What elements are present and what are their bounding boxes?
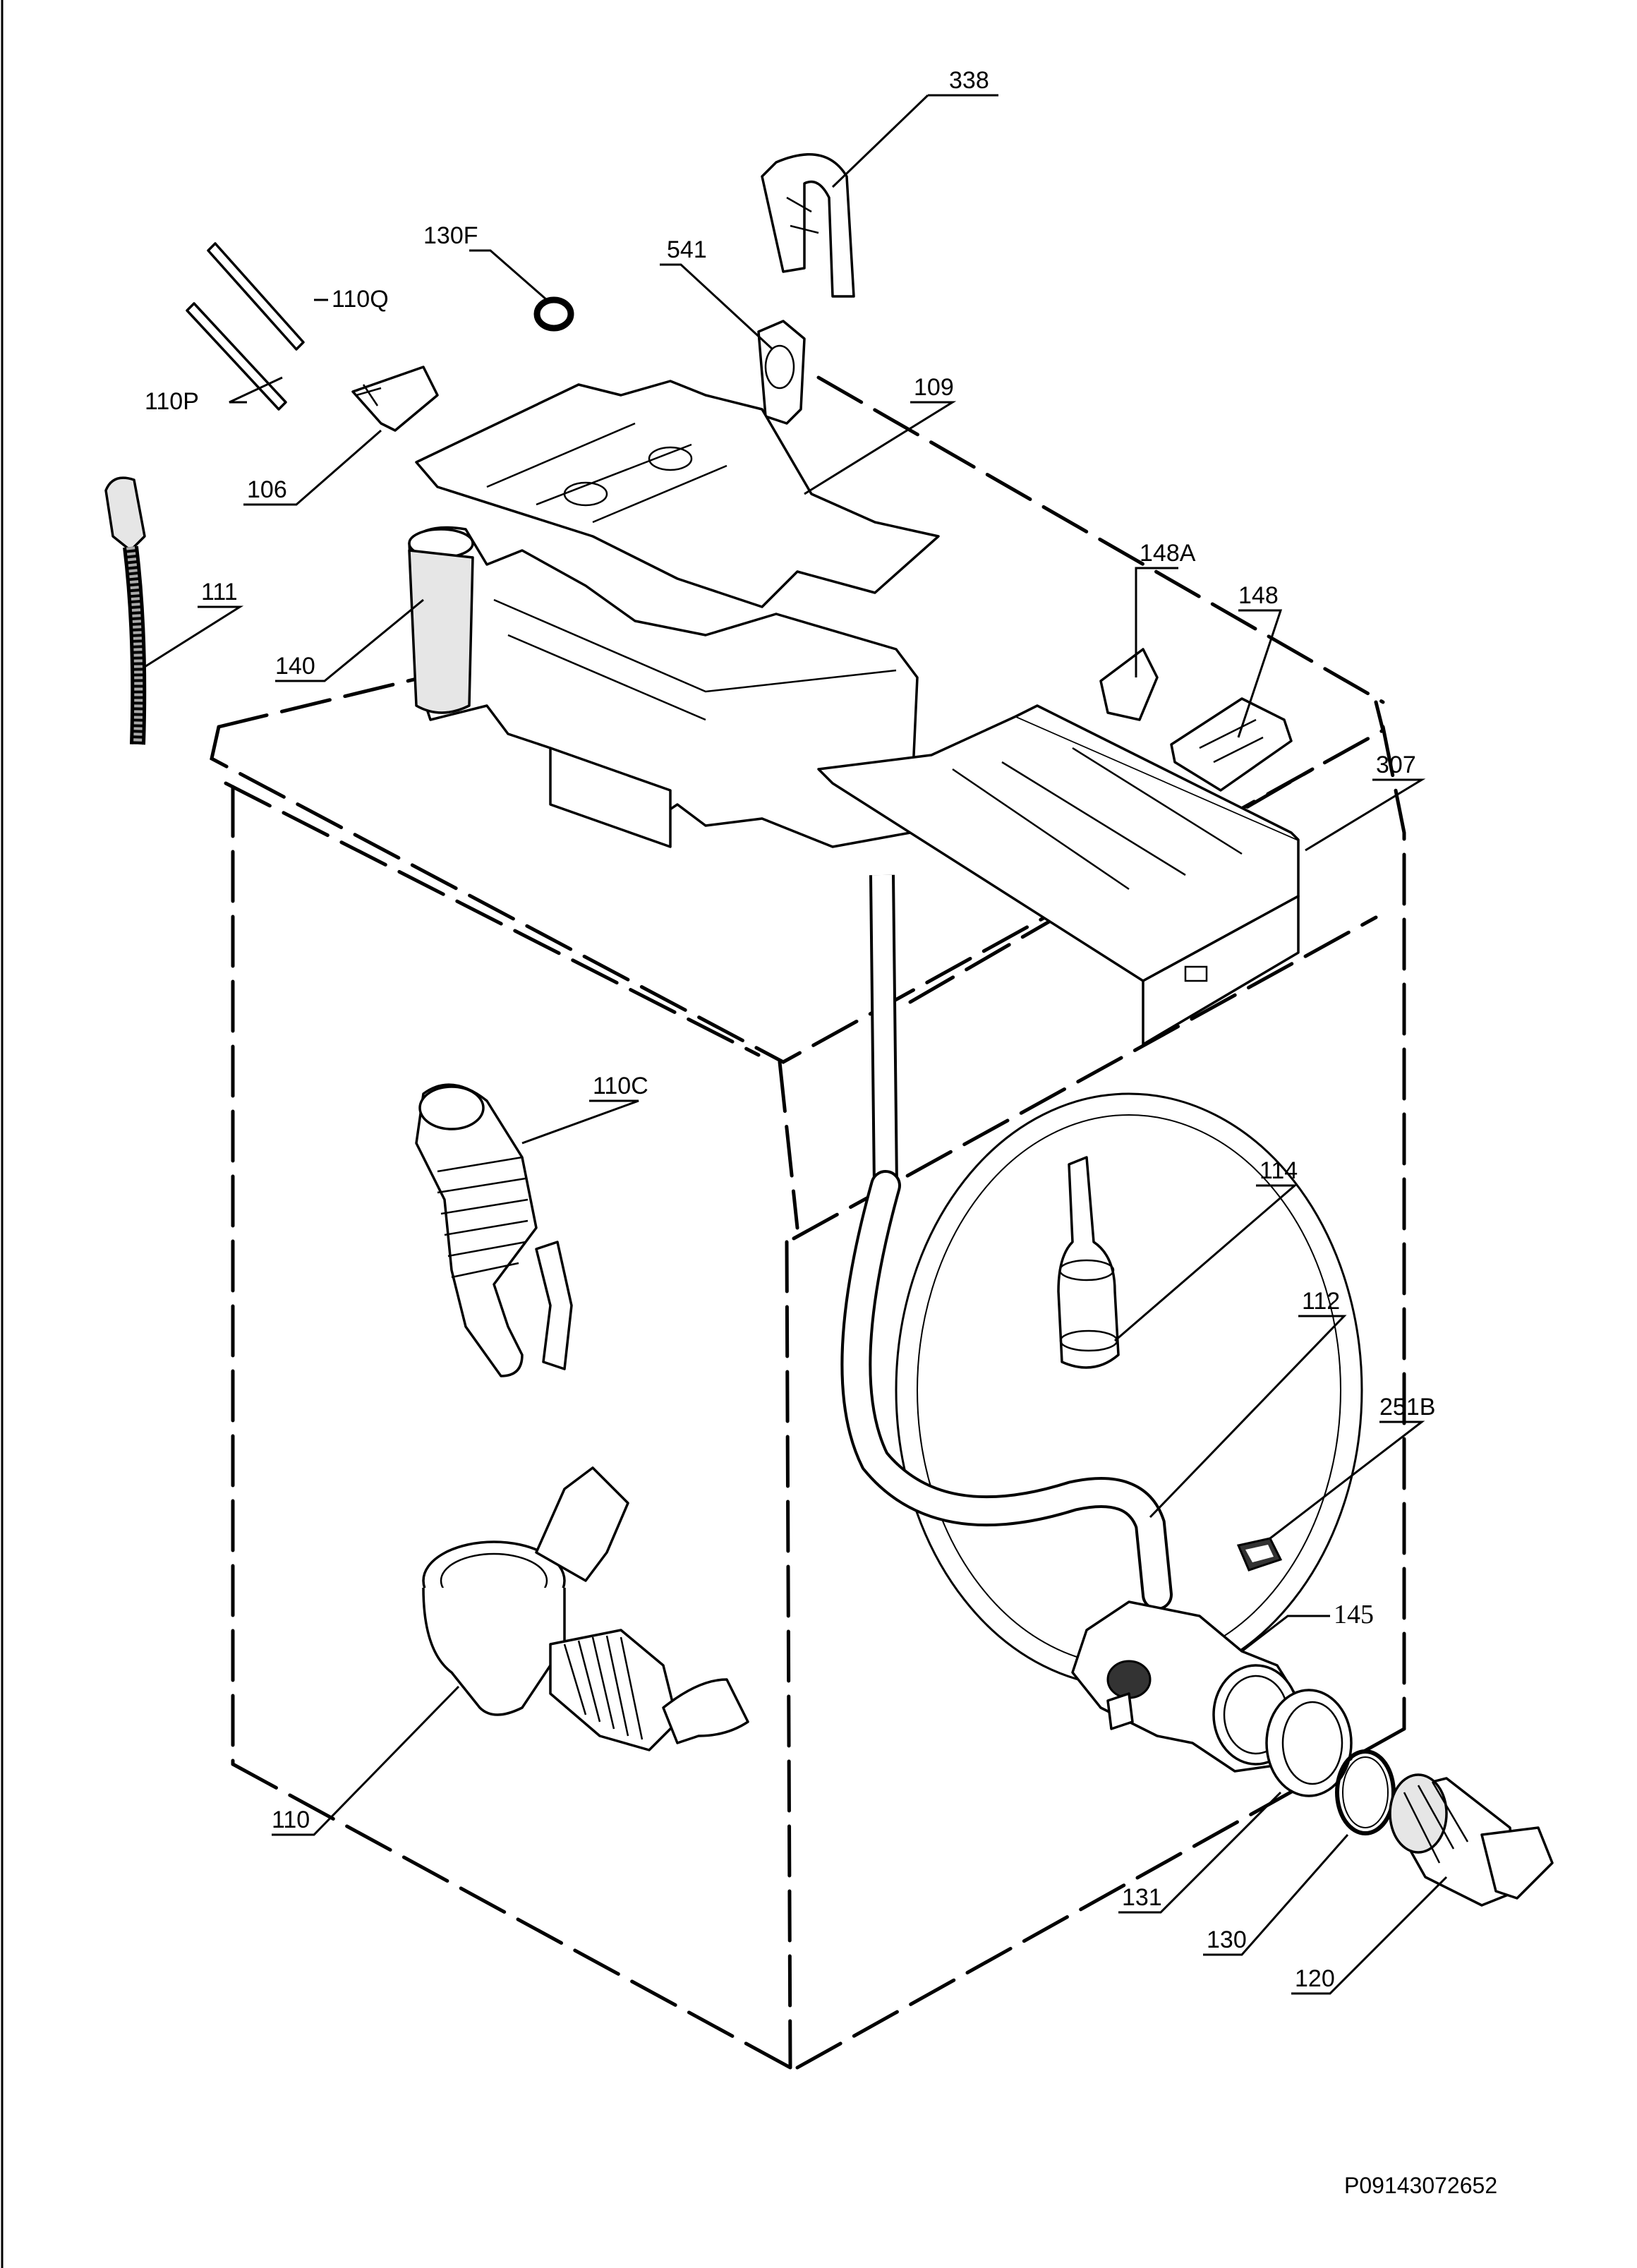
label-145: 145 [1334,1600,1374,1629]
part-labels: 338 130F 541 110Q 110P 109 106 111 140 1… [145,67,1435,1992]
label-148: 148 [1238,582,1279,609]
label-106: 106 [247,476,287,503]
label-110C: 110C [593,1073,648,1099]
part-110-sump-hose [422,1466,749,1751]
label-307: 307 [1376,752,1416,778]
label-130: 130 [1207,1926,1247,1953]
part-114-pressure-chamber [1057,1156,1120,1369]
part-109-dispenser-lid [415,380,940,608]
part-110C-bellows-hose [415,1083,573,1377]
part-120-pump-filter [1389,1773,1554,1907]
label-110Q: 110Q [332,286,389,313]
label-131: 131 [1122,1884,1162,1911]
part-106-latch [351,366,439,432]
part-140-dispenser-housing [408,526,919,848]
part-541-clip [757,320,806,425]
part-148A-clip [1099,648,1159,721]
label-251B: 251B [1379,1394,1435,1420]
label-114: 114 [1260,1157,1298,1184]
diagram-code: P09143072652 [1344,2173,1497,2198]
part-251B-block [1236,1537,1283,1572]
label-112: 112 [1302,1288,1340,1315]
label-130F: 130F [423,222,478,249]
label-338: 338 [949,67,989,94]
part-131-seal [1265,1689,1353,1797]
part-130F-ring [533,296,574,332]
label-148A: 148A [1140,540,1196,567]
label-541: 541 [667,236,707,263]
label-109: 109 [914,374,954,401]
label-111: 111 [201,579,238,605]
part-148-latch [1170,697,1293,792]
label-120: 120 [1295,1965,1335,1992]
part-110Q-110P-rods [186,242,305,411]
leader-lines [144,94,1448,1995]
part-112-drain-hose [840,1170,1173,1610]
part-130-o-ring [1335,1749,1396,1835]
part-338-clip [761,153,855,298]
label-110: 110 [272,1806,310,1833]
label-110P: 110P [145,388,199,415]
label-140: 140 [275,653,315,680]
part-307-drawer [817,704,1300,1046]
part-vertical-hose [869,874,898,1186]
part-111-inlet-hose [104,476,147,745]
